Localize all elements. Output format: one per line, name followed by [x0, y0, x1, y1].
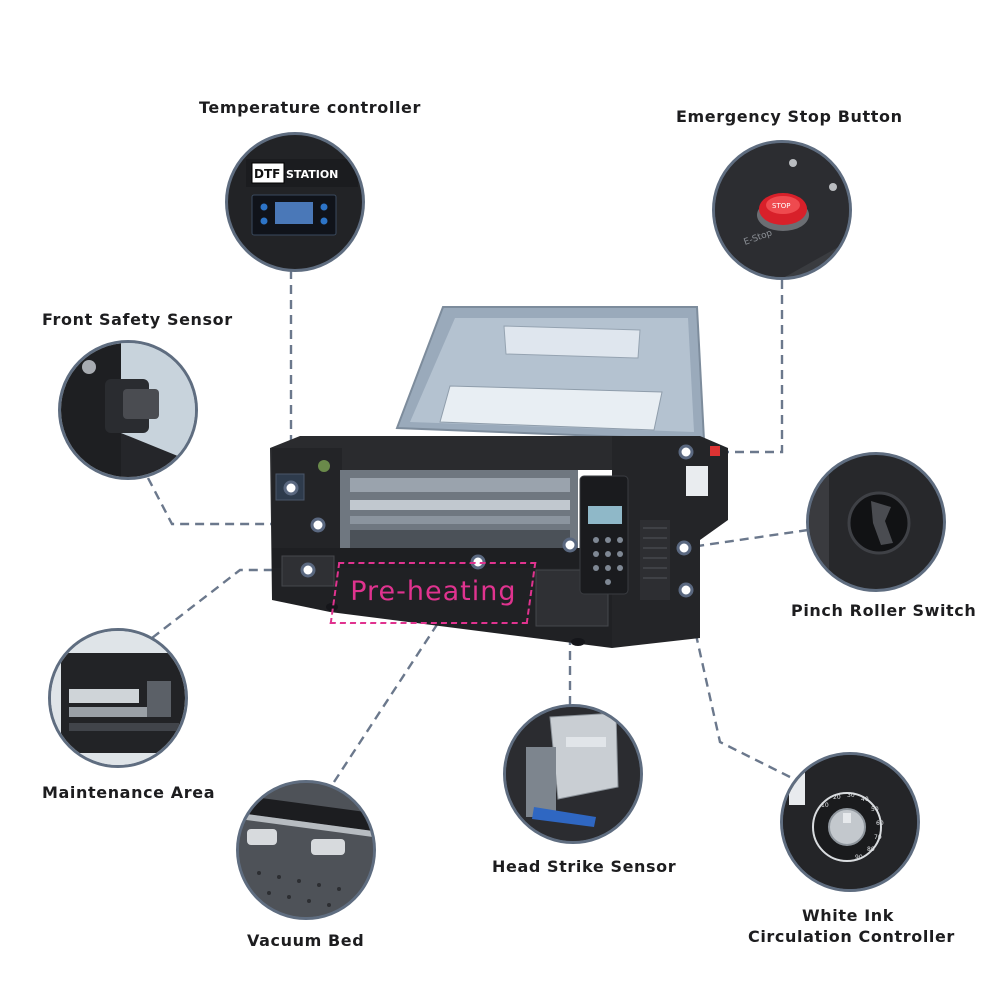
knob-scale-70: 70: [874, 834, 882, 841]
leader-front-safety-sensor: [146, 477, 318, 526]
label-maintenance-area: Maintenance Area: [42, 783, 216, 802]
dot-front-safety-sensor: [310, 517, 326, 533]
label-pinch-roller-switch: Pinch Roller Switch: [791, 601, 977, 620]
bubble-front-safety-sensor: [58, 340, 198, 480]
knob-scale: 10 20 30 40 50 60 70 80 90: [821, 792, 884, 861]
label-temperature-controller: Temperature controller: [199, 98, 421, 117]
label-vacuum-bed: Vacuum Bed: [247, 931, 365, 950]
knob-scale-40: 40: [861, 796, 869, 803]
knob-scale-10: 10: [821, 802, 829, 809]
dot-maintenance-area: [300, 562, 316, 578]
dot-emergency-stop: [678, 444, 694, 460]
brand-station-text: STATION: [286, 168, 338, 181]
leader-emergency-stop: [686, 280, 784, 454]
knob-scale-60: 60: [876, 820, 884, 827]
preheating-label: Pre-heating: [350, 576, 517, 607]
bubble-white-ink-circulation-controller: 10 20 30 40 50 60 70 80 90: [780, 752, 920, 892]
label-white-ink-line1: White Ink: [802, 906, 894, 925]
knob-scale-80: 80: [867, 846, 875, 853]
label-head-strike-sensor: Head Strike Sensor: [492, 857, 677, 876]
label-white-ink-line2: Circulation Controller: [748, 927, 955, 946]
bubble-emergency-stop-button: STOP E-Stop: [712, 140, 852, 280]
estop-cap-text: STOP: [772, 202, 790, 210]
label-front-safety-sensor: Front Safety Sensor: [42, 310, 233, 329]
knob-scale-90: 90: [855, 854, 863, 861]
dot-vacuum-bed: [470, 554, 486, 570]
bubble-maintenance-area: [48, 628, 188, 768]
printer-lid: [395, 306, 706, 442]
bubble-pinch-roller-switch: [806, 452, 946, 592]
bubble-temperature-controller: DTF STATION: [225, 132, 365, 272]
leader-white-ink: [684, 589, 801, 784]
bubble-head-strike-sensor: [503, 704, 643, 844]
brand-dtf-text: DTF: [254, 167, 280, 181]
label-emergency-stop-button: Emergency Stop Button: [676, 107, 903, 126]
dot-white-ink: [678, 582, 694, 598]
knob-scale-50: 50: [871, 806, 879, 813]
preheating-highlight: Pre-heating: [329, 562, 537, 624]
printer-body: [270, 436, 728, 648]
knob-scale-20: 20: [833, 794, 841, 801]
label-white-ink-circulation-controller: White Ink Circulation Controller: [748, 905, 955, 947]
dot-head-strike-sensor: [562, 537, 578, 553]
bubble-vacuum-bed: [236, 780, 376, 920]
leader-pinch-roller: [683, 528, 809, 550]
dot-pinch-roller: [676, 540, 692, 556]
knob-scale-30: 30: [847, 792, 855, 799]
dot-temperature-controller: [283, 480, 299, 496]
